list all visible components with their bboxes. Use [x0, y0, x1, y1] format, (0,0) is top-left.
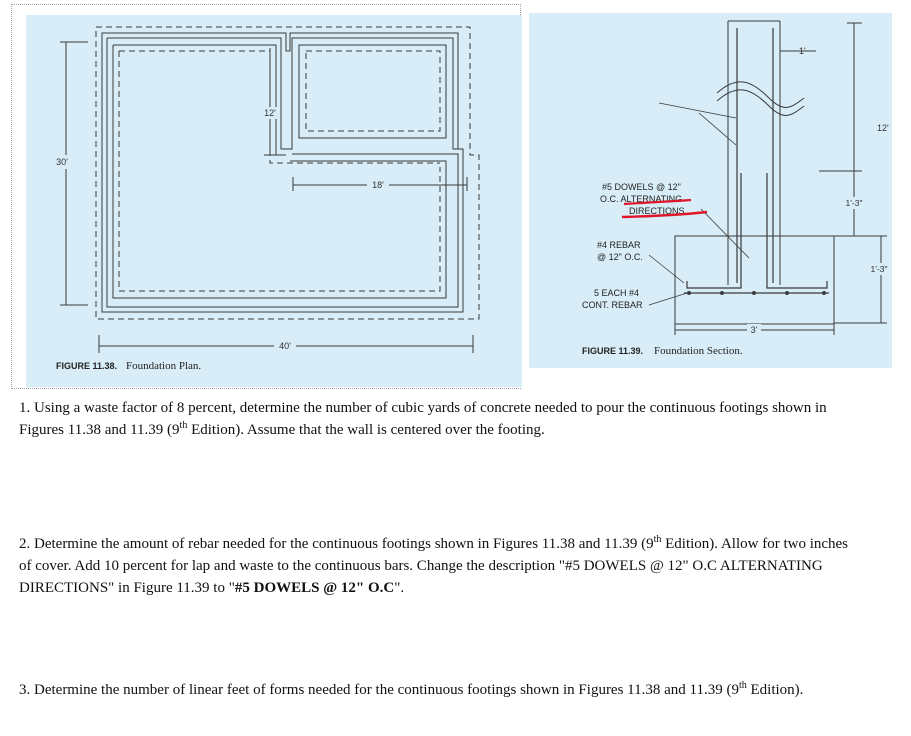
- question-3: 3. Determine the number of linear feet o…: [19, 679, 849, 701]
- cont-rebar-dots: [687, 291, 826, 295]
- question-1: 1. Using a waste factor of 8 percent, de…: [19, 397, 849, 441]
- dowel-left: [686, 173, 742, 289]
- wall-inner-line-top: [107, 37, 458, 150]
- question-2-sup: th: [653, 534, 662, 545]
- dim-label-stem: 1'-3": [846, 198, 863, 208]
- foundation-section-figure: 1' 12' 1'-3" 1'-3" 3' #5 DOWELS @ 12" O.…: [529, 13, 892, 368]
- question-2-text-c: ".: [394, 580, 405, 596]
- highlight-underline-2: [621, 210, 708, 219]
- footing-inner-dashed-a: [119, 50, 440, 164]
- plan-caption-label: FIGURE 11.38.: [56, 361, 117, 371]
- footing-outline: [674, 235, 835, 325]
- note-cont-line1: 5 EACH #4: [594, 288, 639, 298]
- foundation-plan-figure: 30' 12' 18' 40' FIGURE 11.38. Foundation…: [26, 15, 522, 387]
- dim-label-12ft: 12': [877, 123, 889, 133]
- dim-label-1ft: 1': [799, 46, 806, 56]
- room-b-outline: [298, 44, 447, 139]
- question-3-sup: th: [738, 680, 747, 691]
- break-line-2: [716, 89, 805, 116]
- dim-label-3ft: 3': [751, 325, 758, 335]
- dim-label-30: 30': [56, 157, 68, 167]
- foundation-section-drawing: 1' 12' 1'-3" 1'-3" 3' #5 DOWELS @ 12" O.…: [582, 20, 892, 357]
- question-1-text-a: 1. Using a waste factor of 8 percent, de…: [19, 400, 827, 438]
- room-c-outline: [112, 45, 447, 299]
- note-dowels-line3: DIRECTIONS: [629, 206, 685, 216]
- dim-label-footing-depth: 1'-3": [871, 264, 888, 274]
- wall-outer-line: [101, 32, 464, 313]
- question-2: 2. Determine the amount of rebar needed …: [19, 533, 849, 599]
- dim-label-18: 18': [372, 180, 384, 190]
- question-3-text-b: Edition).: [746, 682, 804, 698]
- foundation-plan-drawing: 30' 12' 18' 40' FIGURE 11.38. Foundation…: [51, 26, 480, 372]
- dim-label-12: 12': [264, 108, 276, 118]
- note-rebar-line1: #4 REBAR: [597, 240, 641, 250]
- highlight-underline-1: [623, 198, 692, 206]
- dowel-right: [766, 173, 828, 289]
- section-caption-label: FIGURE 11.39.: [582, 346, 643, 356]
- room-a-outline: [113, 44, 286, 156]
- foundation-plan-figure-frame: 30' 12' 18' 40' FIGURE 11.38. Foundation…: [11, 4, 522, 389]
- plan-dimension-lines: [60, 41, 474, 353]
- plan-caption-text: Foundation Plan.: [126, 360, 201, 372]
- note-dowels-line2: O.C. ALTERNATING: [600, 194, 682, 204]
- plan-outline-lines: [95, 26, 480, 320]
- footing-inner-dashed-b: [305, 50, 441, 132]
- question-1-text-b: Edition). Assume that the wall is center…: [187, 422, 545, 438]
- question-3-text-a: 3. Determine the number of linear feet o…: [19, 682, 739, 698]
- footing-outer-dashed: [95, 26, 480, 320]
- break-line-1: [716, 81, 805, 108]
- dim-label-40: 40': [279, 341, 291, 351]
- question-1-sup: th: [179, 420, 188, 431]
- question-2-bold: #5 DOWELS @ 12" O.C: [234, 580, 395, 596]
- section-rebar: [684, 28, 829, 294]
- note-rebar-line2: @ 12" O.C.: [597, 252, 643, 262]
- wall-inner-line-bottom: [106, 38, 459, 308]
- question-2-text-b: Edition). Allow for two inches of cover.…: [19, 536, 849, 596]
- note-cont-line2: CONT. REBAR: [582, 300, 643, 310]
- question-2-text-a: 2. Determine the amount of rebar needed …: [19, 536, 654, 552]
- section-outline-lines: [674, 20, 835, 325]
- note-dowels-line1: #5 DOWELS @ 12": [602, 182, 681, 192]
- section-caption-text: Foundation Section.: [654, 345, 743, 357]
- footing-inner-dashed-c: [118, 51, 441, 292]
- section-leader-lines: [648, 102, 750, 306]
